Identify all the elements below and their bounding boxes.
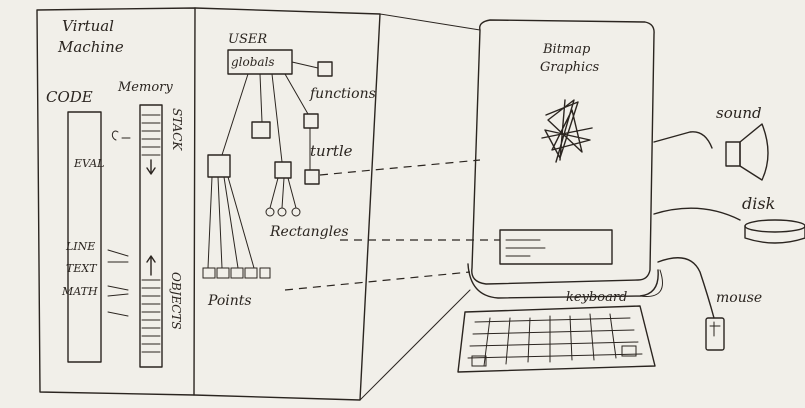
math-label: MATH xyxy=(62,285,98,298)
code-memory-arrow-1 xyxy=(111,130,131,141)
stack-growth-arrow xyxy=(146,159,156,175)
functions-label: functions xyxy=(310,86,376,102)
speaker-cone xyxy=(739,123,769,181)
vm-title-line2: Machine xyxy=(58,38,124,56)
user-label: USER xyxy=(228,32,268,47)
memory-column xyxy=(139,104,163,368)
eval-label: EVAL xyxy=(74,157,105,170)
virtual-machine-panel xyxy=(36,7,196,396)
keyboard-label: keyboard xyxy=(566,290,628,305)
sound-cable xyxy=(653,131,713,149)
rectangle-nodes xyxy=(265,207,301,217)
screen-rectangle xyxy=(499,229,613,265)
mouse-button xyxy=(709,321,721,337)
mouse-label: mouse xyxy=(716,290,763,306)
bitmap-label-line2: Graphics xyxy=(540,60,600,75)
turtle-node xyxy=(304,169,320,185)
rectangles-label: Rectangles xyxy=(270,224,349,240)
turtle-parent-node xyxy=(303,113,319,129)
memory-object-lines xyxy=(141,279,161,353)
memory-stack-lines xyxy=(141,114,161,156)
turtle-link xyxy=(319,159,481,176)
text-label: TEXT xyxy=(66,262,97,275)
bitmap-label-line1: Bitmap xyxy=(543,42,591,57)
code-memory-arrow-3 xyxy=(107,285,129,297)
disk-cable xyxy=(653,207,741,221)
keyboard-keys xyxy=(467,313,643,367)
disk-body xyxy=(744,225,805,244)
memory-label: Memory xyxy=(118,80,173,95)
monitor-base xyxy=(467,263,659,299)
points-label: Points xyxy=(208,293,252,309)
point-nodes xyxy=(202,267,271,279)
object-node-1 xyxy=(251,121,271,139)
rectangles-parent-node xyxy=(274,161,292,179)
vm-title-line1: Virtual xyxy=(62,17,114,35)
perspective-line-top xyxy=(379,13,481,31)
turtle-label: turtle xyxy=(310,142,353,160)
keyboard-cable xyxy=(639,269,663,297)
mouse-cable xyxy=(657,257,715,319)
code-column xyxy=(67,111,102,363)
turtle-star-drawing xyxy=(541,99,593,163)
disk-top xyxy=(744,219,805,233)
globals-label: globals xyxy=(231,55,275,69)
code-memory-arrow-4 xyxy=(107,311,129,317)
tree-links xyxy=(207,61,319,269)
sound-label: sound xyxy=(716,104,762,122)
keyboard xyxy=(457,305,656,373)
code-memory-arrow-2 xyxy=(107,249,129,263)
stack-label: STACK xyxy=(170,108,184,151)
objects-label: OBJECTS xyxy=(169,272,183,330)
objects-growth-arrow xyxy=(146,255,156,276)
screen-rectangle-lines xyxy=(505,239,546,257)
object-memory-panel xyxy=(193,7,381,401)
perspective-line-bottom xyxy=(359,289,471,401)
speaker-body xyxy=(725,141,741,167)
code-label: CODE xyxy=(46,88,93,106)
disk-label: disk xyxy=(742,194,776,213)
monitor xyxy=(471,19,655,285)
line-label: LINE xyxy=(66,240,96,253)
mouse-body xyxy=(705,317,725,351)
functions-node xyxy=(317,61,333,77)
points-link xyxy=(284,271,471,291)
points-parent-node xyxy=(207,154,231,178)
